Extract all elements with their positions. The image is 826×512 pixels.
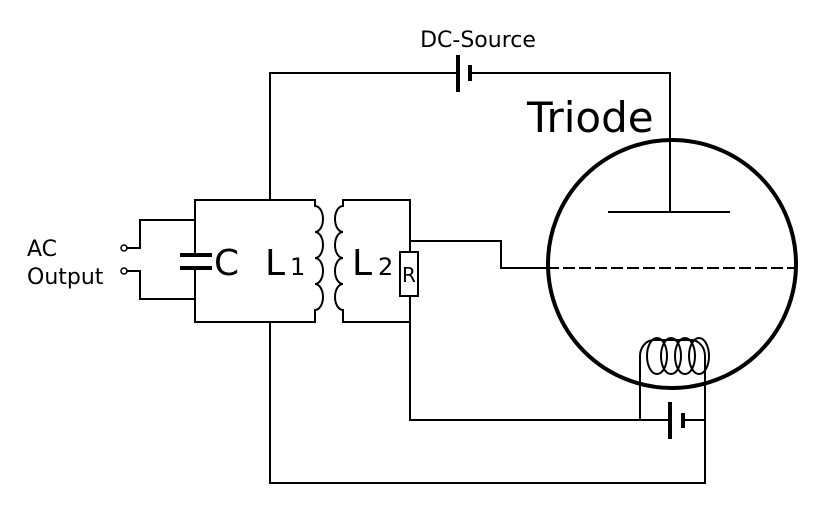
- triode-label: Triode: [526, 93, 654, 142]
- ac-output-terminals: [120, 219, 196, 300]
- filament-circuit: [269, 295, 706, 484]
- l2-bottom-wire: [342, 295, 411, 323]
- inductor-l2-subscript: 2: [378, 253, 393, 281]
- ac-output-label-line1: AC: [27, 237, 57, 262]
- ac-output-label-line2: Output: [27, 265, 104, 290]
- tube-envelope: [546, 138, 798, 390]
- wire-top-right: [469, 72, 671, 213]
- tank-circuit: [180, 199, 324, 323]
- dc-source-circuit: [269, 55, 671, 213]
- triode-tube: [546, 138, 798, 421]
- tank-top-wire: [194, 199, 316, 256]
- filament-loop-4: [688, 337, 710, 375]
- inductor-l1-subscript: 1: [290, 253, 305, 281]
- filament-loop-3: [674, 337, 696, 375]
- ac-terminal-bottom: [120, 267, 128, 275]
- wire-grid: [409, 240, 549, 269]
- inductor-l1-coil: [314, 199, 324, 323]
- feedback-circuit: [334, 199, 419, 323]
- filament-coil: [639, 337, 710, 421]
- wire-bottom-return: [269, 321, 706, 484]
- inductor-l2-label: L: [352, 243, 372, 284]
- wire-top-left: [269, 72, 459, 201]
- filament-outline: [639, 338, 707, 421]
- inductor-l2-coil: [334, 199, 344, 323]
- ac-output-wire-top: [127, 219, 196, 249]
- resistor-label: R: [402, 263, 416, 287]
- resistor-body: [399, 251, 419, 297]
- inductor-l1-label: L: [265, 243, 285, 284]
- capacitor-label: C: [214, 243, 239, 284]
- dc-source-label: DC-Source: [420, 28, 536, 53]
- filament-loop-1: [646, 337, 668, 375]
- wire-l2-to-filament: [409, 295, 671, 421]
- tank-bottom-wire: [194, 267, 316, 323]
- ac-terminal-top: [120, 244, 128, 252]
- filament-loop-2: [660, 337, 682, 375]
- l2-top-wire: [342, 199, 411, 253]
- ac-output-wire-bottom: [127, 270, 196, 300]
